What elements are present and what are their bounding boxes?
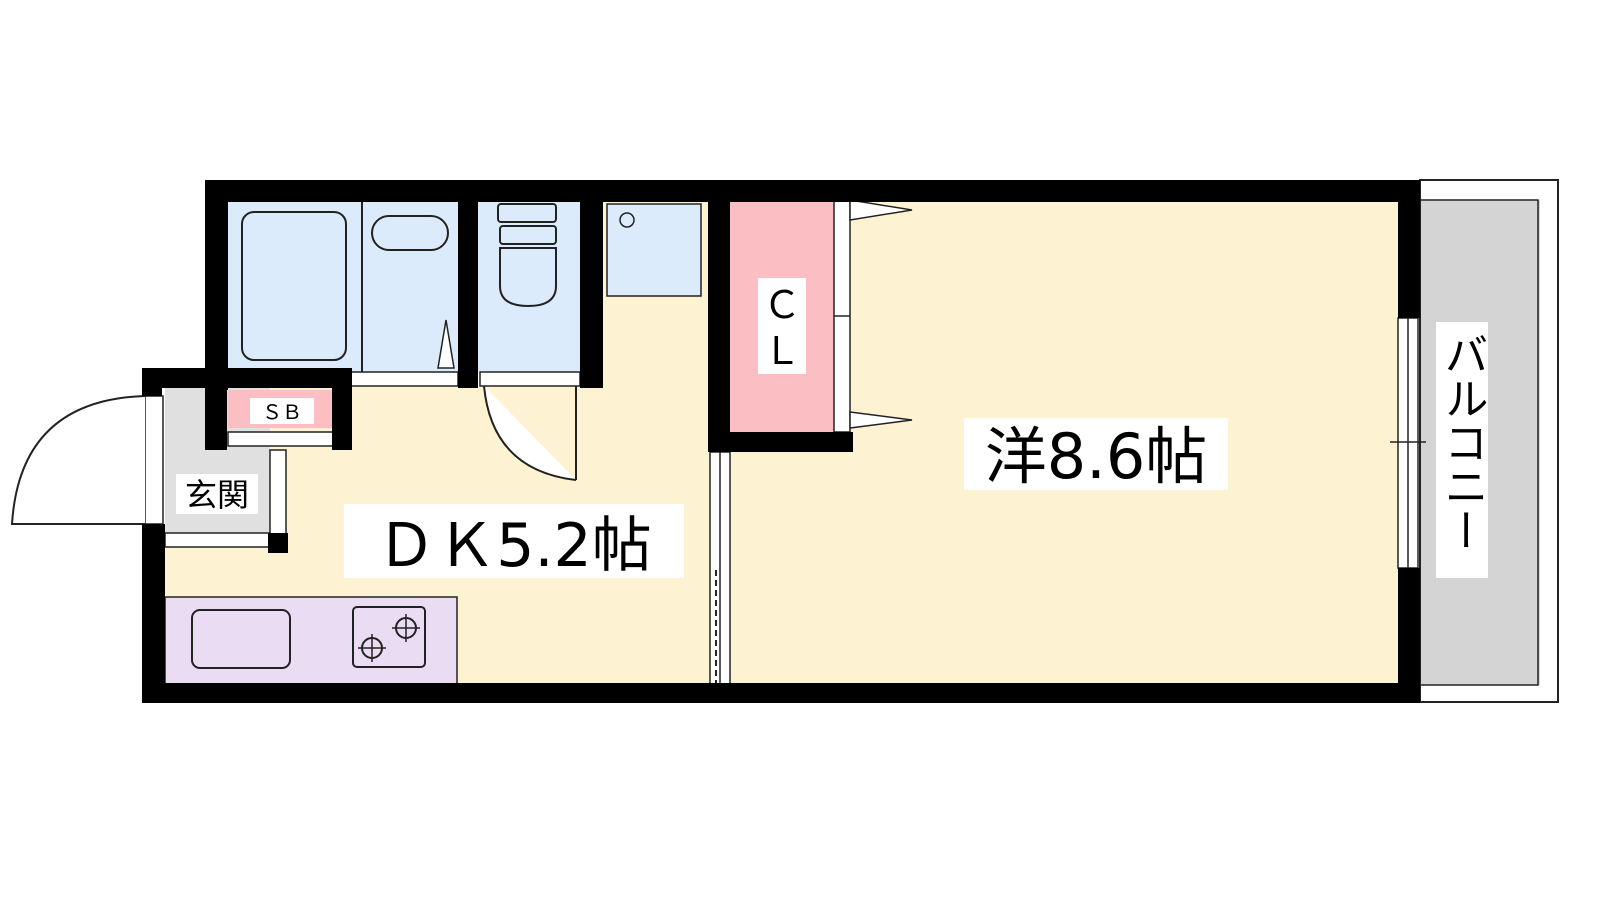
closet-door-arrow-bottom [849, 411, 913, 429]
western-room-label-bg [964, 418, 1228, 490]
entrance-door-swing [10, 395, 146, 525]
wall-shoebox-left [205, 368, 227, 450]
entrance-step [164, 532, 271, 548]
wall-right-lower [1398, 568, 1420, 703]
wall-toilet-right [580, 180, 603, 388]
entrance-side [269, 449, 287, 536]
closet-door-arrow-top [849, 199, 913, 221]
bath-sill [349, 371, 459, 387]
balcony-label: バルコニー [1437, 332, 1488, 552]
entrance-door-frame [144, 395, 164, 525]
drain-icon [619, 212, 635, 228]
stove-icon [352, 606, 426, 668]
toilet-tank [497, 203, 557, 223]
entrance-label-bg [176, 474, 258, 514]
closet-label-c: Ｃ [763, 283, 801, 327]
wall-entrance-top [142, 368, 352, 388]
wall-entrance-stub [268, 533, 288, 553]
bathroom-floor [228, 200, 458, 372]
entrance-label: 玄関 [185, 476, 249, 514]
wall-shoebox-right [332, 368, 352, 450]
shoe-box-front [227, 431, 335, 447]
wall-bottom [142, 683, 1420, 703]
wall-closet-left [708, 180, 730, 452]
toilet-door-swing [483, 385, 577, 481]
toilet-sill [479, 371, 581, 387]
shoe-box-label: ＳＢ [262, 400, 302, 424]
washbasin [371, 215, 449, 251]
dining-kitchen-label-bg [344, 504, 684, 578]
bathtub [241, 211, 347, 361]
balcony-label-bg [1436, 322, 1488, 578]
kitchen-counter [164, 596, 458, 686]
bath-door-marker [437, 319, 455, 369]
wall-bath-toilet [458, 180, 478, 388]
wall-top [205, 180, 1420, 202]
wall-right-upper [1398, 180, 1420, 318]
toilet-bowl [499, 247, 557, 308]
toilet-room-floor [478, 200, 580, 372]
western-room-label: 洋8.6帖 [985, 420, 1208, 493]
wall-left-lower [142, 524, 165, 703]
walls [142, 180, 1420, 703]
shoe-box-label-bg [250, 398, 314, 424]
wall-left-upper [205, 180, 228, 390]
closet-label-bg [758, 278, 806, 374]
dining-kitchen-label: ＤＫ5.2帖 [376, 511, 651, 581]
closet-label-l: Ｌ [763, 329, 801, 373]
sink-icon [191, 609, 291, 669]
wall-entrance-jamb [142, 368, 162, 396]
wall-closet-bottom [708, 432, 853, 452]
laundry-pan [606, 203, 702, 297]
toilet-lid [499, 225, 557, 245]
